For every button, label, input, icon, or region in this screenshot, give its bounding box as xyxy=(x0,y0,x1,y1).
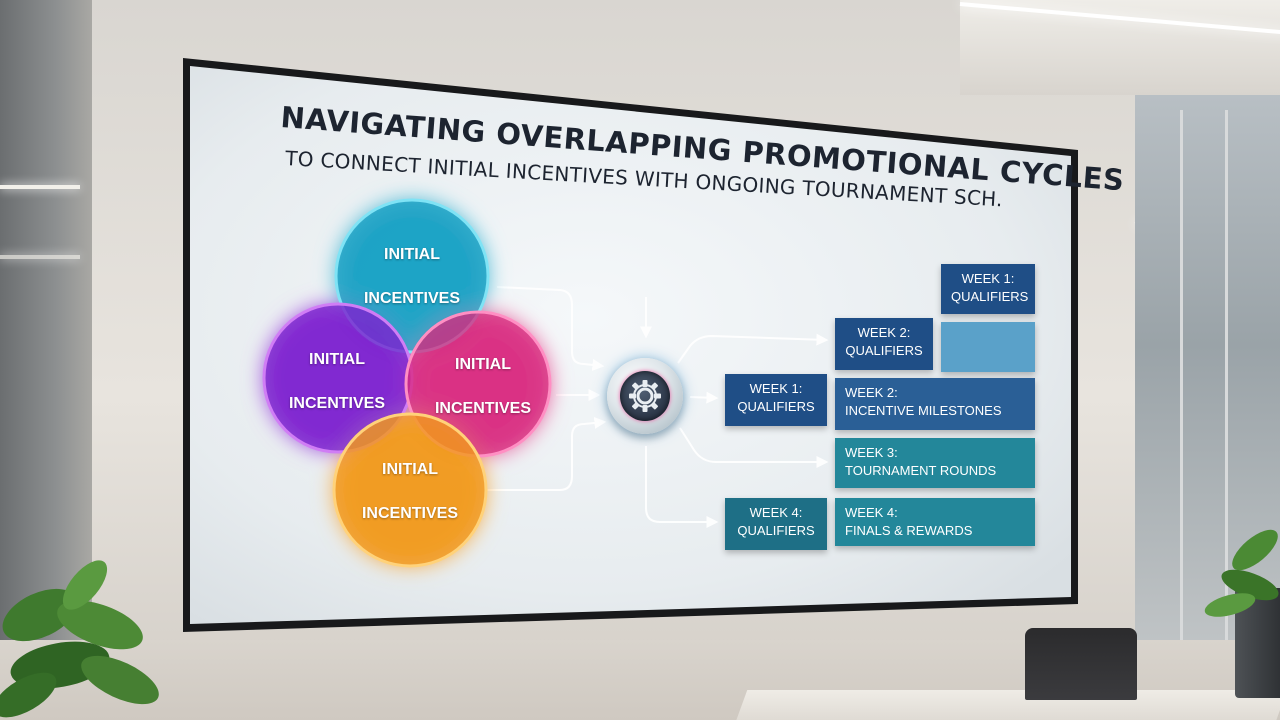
arrow xyxy=(496,286,605,371)
week-label: WEEK 4: xyxy=(749,505,803,520)
week-box-row2-right-empty xyxy=(941,322,1035,372)
week-detail: FINALS & REWARDS xyxy=(845,523,973,538)
potted-plant xyxy=(1204,529,1279,617)
venn-label-right: INITIAL INCENTIVES xyxy=(408,356,558,417)
week-box-row3-right: WEEK 2: INCENTIVE MILESTONES xyxy=(835,378,1035,430)
venn-right-line2: INCENTIVES xyxy=(434,400,531,417)
week-label: WEEK 2: xyxy=(857,325,911,340)
venn-circle-bottom xyxy=(332,412,488,568)
venn-top-line1: INITIAL xyxy=(384,246,440,263)
arrow xyxy=(645,446,719,528)
ceiling-light xyxy=(0,255,80,259)
venn-label-top: INITIAL INCENTIVES xyxy=(337,246,487,307)
week-detail: TOURNAMENT ROUNDS xyxy=(845,463,997,478)
office-chair xyxy=(1025,628,1137,700)
venn-label-left: INITIAL INCENTIVES xyxy=(262,351,412,412)
week-detail: QUALIFIERS xyxy=(951,289,1029,304)
hub-node xyxy=(607,358,683,434)
venn-left-line1: INITIAL xyxy=(309,351,365,368)
week-detail: QUALIFIERS xyxy=(737,399,815,414)
week-label: WEEK 4: xyxy=(845,505,898,520)
venn-right-line1: INITIAL xyxy=(455,356,511,373)
hub-core xyxy=(620,371,670,421)
week-detail: QUALIFIERS xyxy=(737,523,815,538)
conference-table xyxy=(732,690,1280,720)
week-label: WEEK 1: xyxy=(749,381,803,396)
ceiling-light xyxy=(0,185,80,189)
potted-plant xyxy=(0,560,159,718)
arrow xyxy=(677,333,829,364)
week-box-row5-left: WEEK 4: QUALIFIERS xyxy=(725,498,827,550)
venn-label-bottom: INITIAL INCENTIVES xyxy=(335,461,485,522)
week-box-row4-right: WEEK 3: TOURNAMENT ROUNDS xyxy=(835,438,1035,488)
arrow xyxy=(689,391,719,404)
venn-bottom-line2: INCENTIVES xyxy=(361,505,458,522)
venn-left-line2: INCENTIVES xyxy=(288,395,385,412)
week-box-top-right: WEEK 1: QUALIFIERS xyxy=(941,264,1035,314)
week-detail: INCENTIVE MILESTONES xyxy=(845,403,1002,418)
week-detail: QUALIFIERS xyxy=(845,343,923,358)
week-box-row3-left: WEEK 1: QUALIFIERS xyxy=(725,374,827,426)
week-label: WEEK 1: xyxy=(961,271,1015,286)
week-box-row5-right: WEEK 4: FINALS & REWARDS xyxy=(835,498,1035,546)
arrow xyxy=(679,427,829,468)
glass-divider xyxy=(1180,110,1183,670)
week-box-row2-left: WEEK 2: QUALIFIERS xyxy=(835,318,933,370)
week-label: WEEK 3: xyxy=(845,445,898,460)
glass-divider xyxy=(1225,110,1228,670)
arrow xyxy=(486,416,607,491)
venn-bottom-line1: INITIAL xyxy=(382,461,438,478)
week-label: WEEK 2: xyxy=(845,385,898,400)
gear-icon xyxy=(629,380,661,412)
venn-top-line2: INCENTIVES xyxy=(363,290,460,307)
